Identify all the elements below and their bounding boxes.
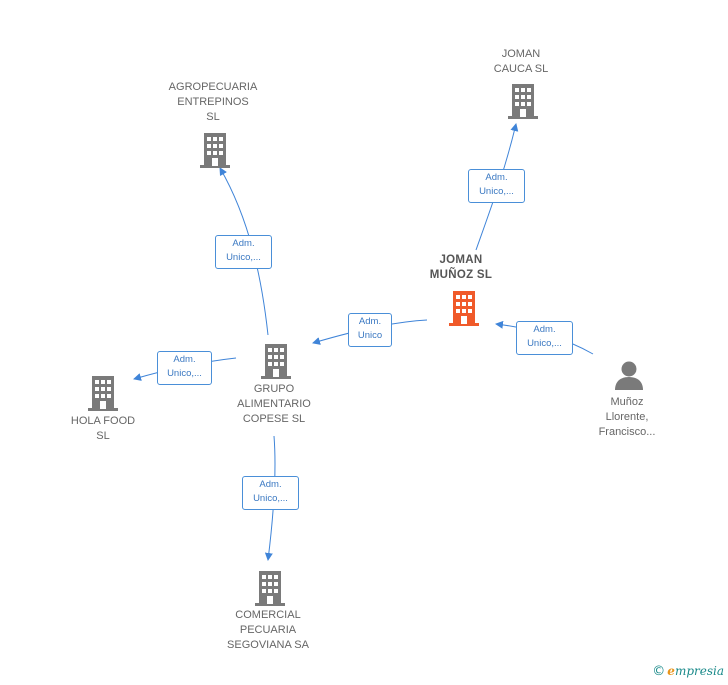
node-label-joman-munoz[interactable]: JOMAN MUÑOZ SL	[429, 254, 493, 281]
brand-initial: e	[667, 664, 675, 678]
copyright-symbol: ©	[652, 664, 666, 679]
node-label-joman-cauca[interactable]: JOMAN CAUCA SL	[493, 48, 549, 75]
building-icon[interactable]	[260, 343, 292, 379]
building-icon[interactable]	[448, 290, 480, 326]
node-label-comercial[interactable]: COMERCIAL PECUARIA SEGOVIANA SA	[227, 609, 309, 651]
edge-label-munoz-cauca[interactable]: Adm. Unico,...	[468, 169, 525, 203]
building-icon[interactable]	[254, 570, 286, 606]
building-icon[interactable]	[199, 132, 231, 168]
building-icon[interactable]	[87, 375, 119, 411]
edge-label-person-munoz[interactable]: Adm. Unico,...	[516, 321, 573, 355]
brand-name: mpresia	[674, 664, 724, 678]
edge-label-grupo-agropecuaria[interactable]: Adm. Unico,...	[215, 235, 272, 269]
node-label-grupo[interactable]: GRUPO ALIMENTARIO COPESE SL	[237, 383, 311, 425]
node-label-agropecuaria[interactable]: AGROPECUARIA ENTREPINOS SL	[168, 81, 258, 123]
edge-label-munoz-grupo[interactable]: Adm. Unico	[348, 313, 392, 347]
brand-logo: ©empresia	[652, 664, 724, 679]
building-icon[interactable]	[507, 83, 539, 119]
edge-label-grupo-hola-food[interactable]: Adm. Unico,...	[157, 351, 212, 385]
node-label-hola-food[interactable]: HOLA FOOD SL	[70, 415, 136, 442]
person-icon[interactable]	[613, 360, 645, 390]
node-label-person[interactable]: Muñoz Llorente, Francisco...	[598, 396, 656, 438]
edge-label-grupo-comercial[interactable]: Adm. Unico,...	[242, 476, 299, 510]
